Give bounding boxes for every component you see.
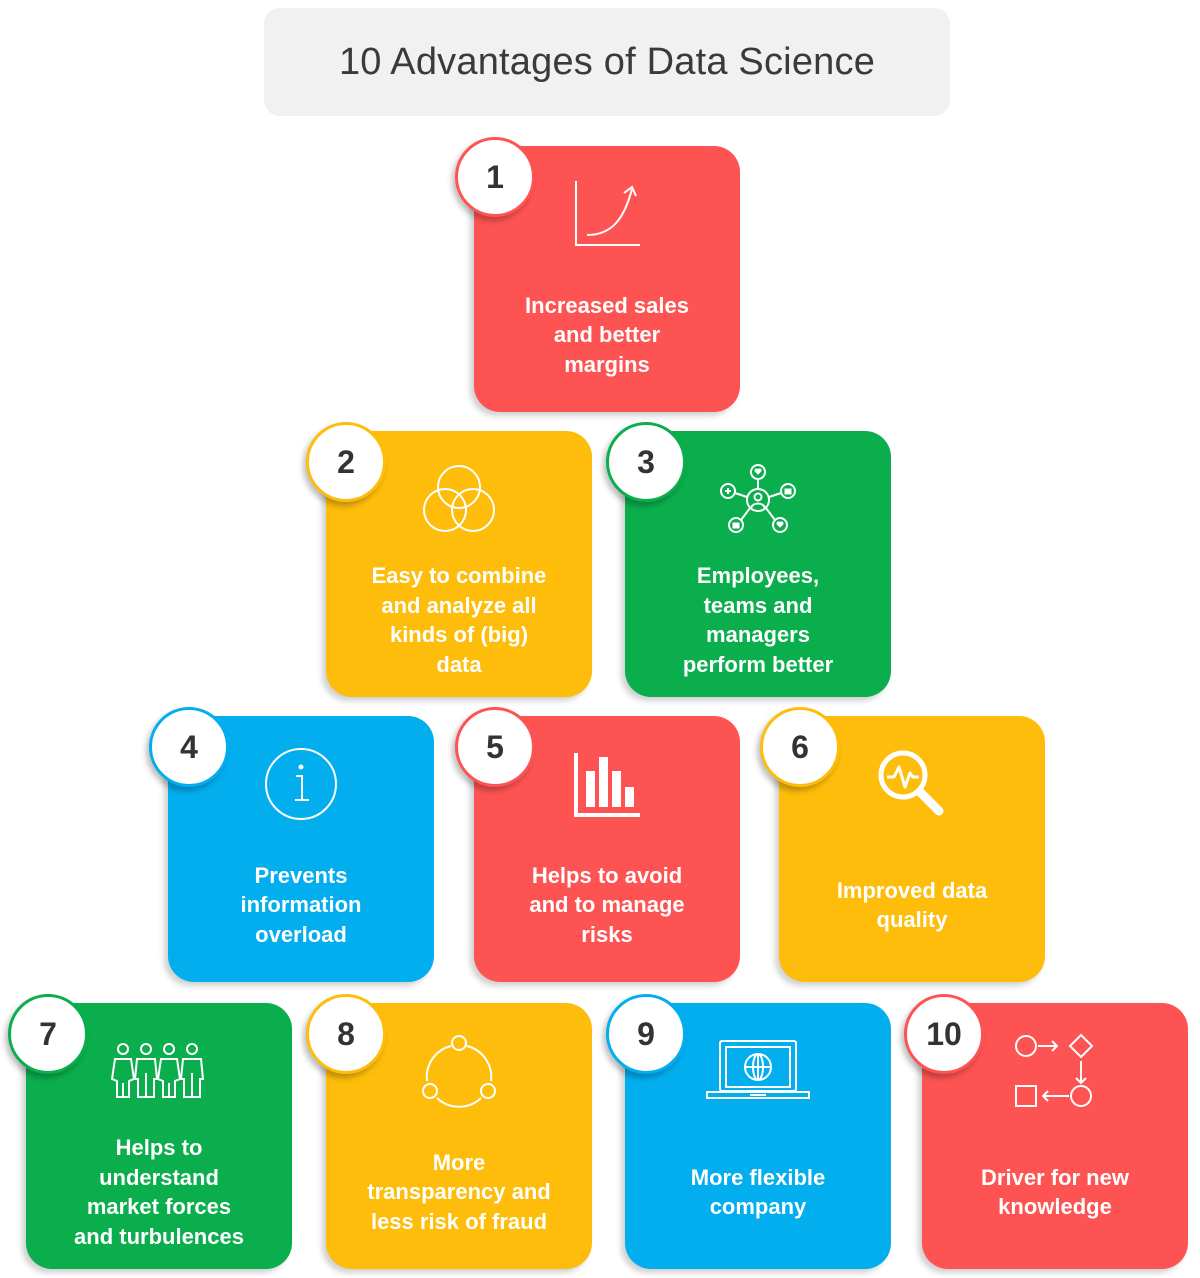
social-network-icon [625, 449, 891, 549]
page-title: 10 Advantages of Data Science [338, 40, 876, 83]
number-badge: 3 [606, 422, 686, 502]
advantage-label: Helps to understand market forces and tu… [74, 1135, 244, 1249]
advantage-card-6: Improved data quality [779, 716, 1045, 982]
number-badge: 2 [306, 422, 386, 502]
number-badge: 8 [306, 994, 386, 1074]
number-badge: 4 [149, 707, 229, 787]
number-badge: 6 [760, 707, 840, 787]
title-banner: 10 Advantages of Data Science [264, 8, 950, 116]
number-badge: 9 [606, 994, 686, 1074]
people-group-icon [26, 1021, 292, 1121]
advantage-label: Driver for new knowledge [981, 1164, 1129, 1220]
advantage-label: More flexible company [690, 1164, 826, 1220]
info-icon [168, 734, 434, 834]
advantage-label: Helps to avoid and to manage risks [529, 862, 685, 947]
advantage-label: More transparency and less risk of fraud [367, 1149, 551, 1234]
number-badge: 10 [904, 994, 984, 1074]
advantage-label: Employees, teams and managers perform be… [682, 563, 834, 677]
number-badge: 7 [8, 994, 88, 1074]
number-badge: 5 [455, 707, 535, 787]
growth-curve-icon [474, 164, 740, 264]
advantage-label: Improved data quality [836, 877, 988, 933]
advantage-label: Increased sales and better margins [525, 292, 689, 377]
laptop-globe-icon [625, 1021, 891, 1121]
advantage-label: Easy to combine and analyze all kinds of… [371, 563, 547, 677]
venn-diagram-icon [326, 449, 592, 549]
advantage-card-8: More transparency and less risk of fraud [326, 1003, 592, 1269]
magnifier-pulse-icon [779, 734, 1045, 834]
advantage-label: Prevents information overload [240, 862, 362, 947]
bar-chart-icon [474, 734, 740, 834]
share-cycle-icon [326, 1021, 592, 1121]
process-flow-icon [922, 1021, 1188, 1121]
number-badge: 1 [455, 137, 535, 217]
